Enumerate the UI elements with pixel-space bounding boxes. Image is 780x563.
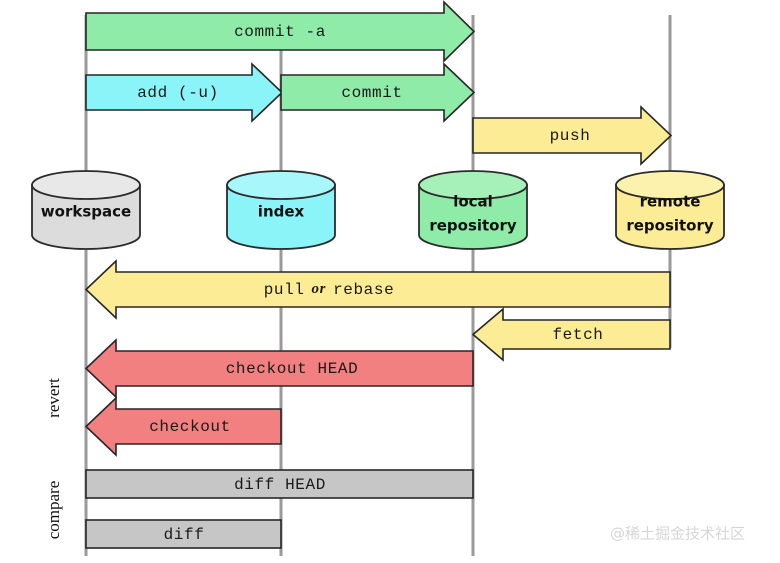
- arrow-fetch-label: fetch: [552, 326, 603, 344]
- node-index-label: index: [258, 203, 305, 221]
- node-local-repository-top: [418, 170, 528, 200]
- arrow-checkout-shape: [84, 396, 282, 457]
- arrow-or-label: or: [312, 281, 327, 297]
- bar-diff-head-shape: [85, 469, 474, 499]
- node-remote-repository-label-line2: repository: [626, 217, 714, 235]
- node-local-repository-body: [418, 184, 528, 250]
- node-workspace[interactable]: workspace: [31, 170, 141, 250]
- arrow-add-u[interactable]: add (-u): [85, 62, 284, 123]
- node-workspace-top: [31, 170, 141, 200]
- bar-diff[interactable]: diff: [85, 519, 282, 549]
- bar-diff-head[interactable]: diff HEAD: [85, 469, 474, 499]
- arrow-commit-label: commit: [341, 84, 402, 102]
- node-index-body: [226, 184, 336, 250]
- node-index[interactable]: index: [226, 170, 336, 250]
- arrow-push-label: push: [550, 127, 591, 145]
- arrow-push-shape: [472, 105, 673, 166]
- side-label-compare: compare: [44, 481, 63, 540]
- arrow-add-u-label: add (-u): [137, 84, 219, 102]
- node-remote-repository[interactable]: remote repository: [615, 170, 725, 250]
- arrow-checkout[interactable]: checkout: [84, 396, 282, 457]
- arrow-commit-a-shape: [85, 0, 476, 63]
- side-label-revert-text: revert: [44, 378, 63, 418]
- node-remote-repository-label-line1: remote: [640, 193, 701, 211]
- arrow-pull-label: pull: [264, 281, 305, 299]
- arrow-push[interactable]: push: [472, 105, 673, 166]
- arrow-commit-a-label: commit -a: [234, 23, 326, 41]
- arrow-commit-shape: [280, 62, 476, 123]
- watermark: @稀土掘金技术社区: [610, 525, 745, 543]
- arrow-add-u-shape: [85, 62, 284, 123]
- node-workspace-body: [31, 184, 141, 250]
- arrow-checkout-head-label: checkout HEAD: [226, 360, 359, 378]
- arrow-checkout-label: checkout: [149, 418, 231, 436]
- arrow-commit-a[interactable]: commit -a: [85, 0, 476, 63]
- node-local-repository-label-line1: local: [453, 193, 493, 211]
- node-remote-repository-top: [615, 170, 725, 200]
- arrow-pull-or-rebase-shape: [84, 259, 671, 320]
- arrow-rebase-label: rebase: [333, 281, 394, 299]
- bar-diff-label: diff: [164, 526, 205, 544]
- node-index-top: [226, 170, 336, 200]
- arrow-fetch-shape: [471, 307, 671, 362]
- node-workspace-label: workspace: [41, 203, 131, 221]
- arrow-checkout-head[interactable]: checkout HEAD: [84, 338, 474, 399]
- bar-diff-head-label: diff HEAD: [234, 476, 326, 494]
- watermark-label: @稀土掘金技术社区: [610, 525, 745, 543]
- node-local-repository[interactable]: local repository: [418, 170, 528, 250]
- arrow-commit[interactable]: commit: [280, 62, 476, 123]
- node-remote-repository-body: [615, 184, 725, 250]
- node-local-repository-label-line2: repository: [429, 217, 517, 235]
- arrow-fetch[interactable]: fetch: [471, 307, 671, 362]
- side-label-revert: revert: [44, 378, 63, 418]
- arrow-checkout-head-shape: [84, 338, 474, 399]
- bar-diff-shape: [85, 519, 282, 549]
- side-label-compare-text: compare: [44, 481, 63, 540]
